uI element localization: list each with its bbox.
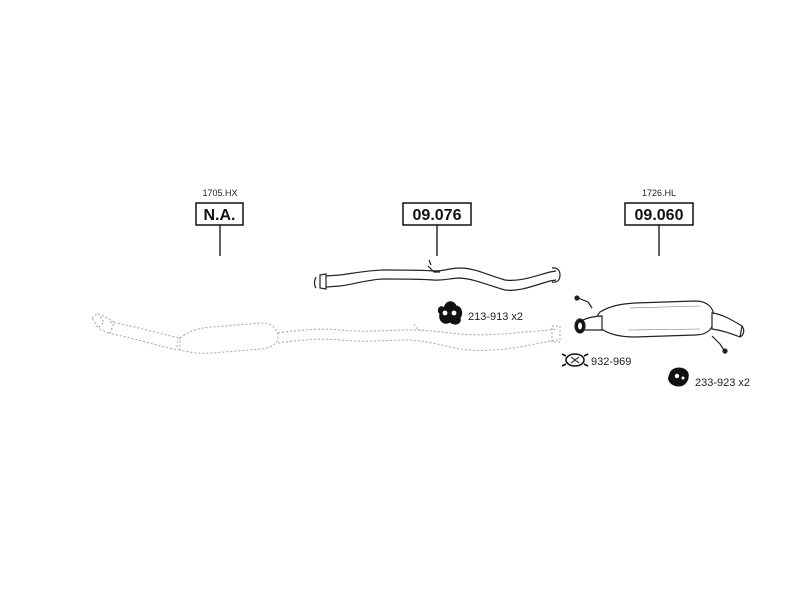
accessory-213913: 213-913 x2 xyxy=(437,301,523,325)
inlet-pipe-bottom xyxy=(107,332,179,351)
inlet-pipe-top xyxy=(109,321,181,339)
part-label-09076: 09.076 xyxy=(413,207,462,224)
silencer-hanger-rear-dot xyxy=(722,348,728,354)
part-label-na: N.A. xyxy=(204,207,236,224)
accessory-label-233923: 233-923 x2 xyxy=(695,377,750,389)
mid-pipe-bottom xyxy=(277,338,559,351)
mid-pipe-top xyxy=(277,328,559,336)
silencer-tailpipe xyxy=(711,312,743,338)
catalyst-body xyxy=(179,322,279,354)
pipe-front-ring xyxy=(313,276,317,289)
intermediate-pipe-drawing xyxy=(313,259,561,291)
silencer-hanger-rear xyxy=(711,335,725,351)
front-flange xyxy=(91,312,105,329)
silencer-hanger-front-dot xyxy=(574,295,580,301)
accessory-233923: 233-923 x2 xyxy=(668,367,750,389)
pipe-joint-mark xyxy=(427,265,440,273)
rear-silencer-drawing xyxy=(574,295,745,354)
accessory-label-213913: 213-913 x2 xyxy=(468,311,523,323)
pipe-hanger-dotted xyxy=(413,323,424,331)
silencer-hanger-front xyxy=(577,297,593,309)
accessory-label-932969: 932-969 xyxy=(591,356,631,368)
part-label-09060: 09.060 xyxy=(635,207,684,224)
pipe-hanger-stub xyxy=(428,259,432,266)
part-09060: 1726.HL 09.060 xyxy=(574,188,745,354)
pipe-rear-end xyxy=(551,267,561,283)
silencer-inlet-hole xyxy=(578,322,582,330)
rubber-hanger-icon xyxy=(437,301,463,325)
part-code-1705hx: 1705.HX xyxy=(202,188,237,198)
pipe-top-edge xyxy=(325,267,557,281)
rubber-ring-icon xyxy=(668,367,689,387)
catalyst-end xyxy=(176,337,181,351)
part-code-1726hl: 1726.HL xyxy=(642,188,676,198)
rear-flange-dotted xyxy=(551,325,561,343)
silencer-tail-end xyxy=(739,325,745,338)
clamp-icon xyxy=(561,353,589,367)
accessory-932969: 932-969 xyxy=(561,353,631,368)
silencer-shading xyxy=(627,305,701,331)
pipe-front-end xyxy=(319,273,327,290)
part-09076: 09.076 xyxy=(313,202,561,291)
part-na: 1705.HX N.A. xyxy=(195,188,244,256)
front-pipe-drawing xyxy=(91,312,561,354)
pipe-bottom-edge xyxy=(325,277,557,291)
front-flange-2 xyxy=(97,314,115,335)
